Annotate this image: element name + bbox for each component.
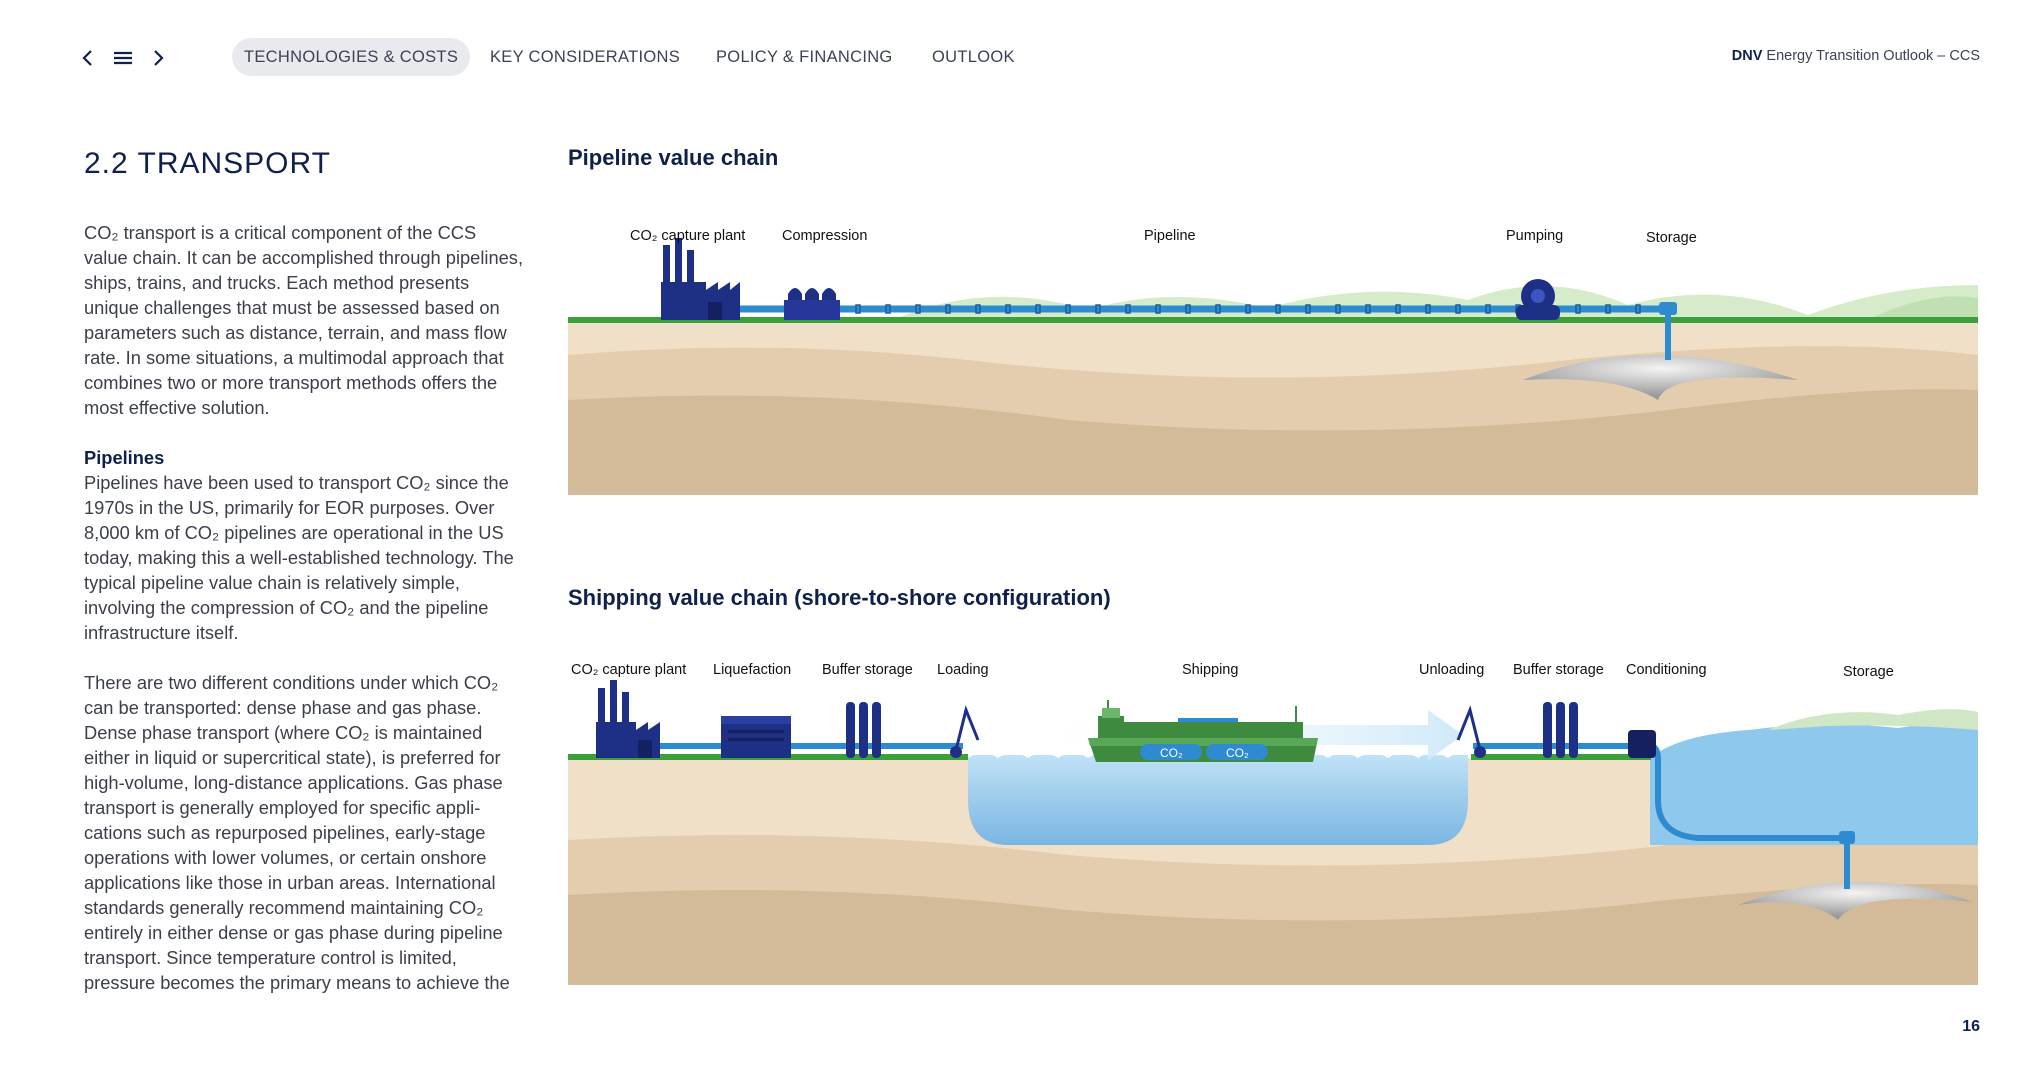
soil-deep-layer xyxy=(568,389,1978,495)
label-pipeline: Pipeline xyxy=(1144,228,1196,244)
offshore-sea xyxy=(1650,723,1978,845)
tab-key-considerations[interactable]: KEY CONSIDERATIONS xyxy=(490,48,680,66)
label-unloading: Unloading xyxy=(1419,662,1484,678)
hill-right xyxy=(1868,296,1978,320)
heading-pipelines: Pipelines xyxy=(84,447,165,468)
label-buffer-storage: Buffer storage xyxy=(822,662,913,678)
shipping-value-chain-diagram: CO₂ CO₂ CO₂ capture plant Liquefaction B… xyxy=(568,662,1978,985)
sea xyxy=(968,755,1468,845)
pipeline-diagram-title: Pipeline value chain xyxy=(568,145,779,170)
label-liquefaction: Liquefaction xyxy=(713,662,791,678)
buffer-storage-icon-2 xyxy=(1543,702,1578,758)
compression-icon xyxy=(784,288,840,320)
chevron-right-icon[interactable] xyxy=(144,44,172,72)
storage-reservoir xyxy=(1738,881,1973,920)
loading-arm-icon xyxy=(950,705,980,758)
label-storage: Storage xyxy=(1646,230,1697,246)
hills xyxy=(898,285,1978,320)
label-shipping: Shipping xyxy=(1182,662,1238,678)
brand-subtitle: Energy Transition Outlook – CCS xyxy=(1766,48,1980,64)
paragraph-phases: There are two different conditions under… xyxy=(84,672,510,993)
chevron-left-icon[interactable] xyxy=(74,44,102,72)
shipping-diagram-title: Shipping value chain (shore-to-shore con… xyxy=(568,585,1111,610)
ship-tank-label-2: CO₂ xyxy=(1226,746,1249,760)
label-compression: Compression xyxy=(782,228,867,244)
brand-logo-text: DNV xyxy=(1731,48,1763,64)
pumping-icon xyxy=(1516,279,1560,320)
label-storage: Storage xyxy=(1843,664,1894,680)
tab-policy-financing[interactable]: POLICY & FINANCING xyxy=(716,48,893,66)
label-loading: Loading xyxy=(937,662,989,678)
label-pumping: Pumping xyxy=(1506,228,1563,244)
storage-injection-icon xyxy=(1659,302,1677,360)
paragraph-pipelines: Pipelines have been used to transport CO… xyxy=(84,472,514,643)
pipeline-value-chain-diagram: CO₂ capture plant Compression Pipeline P… xyxy=(568,228,1978,495)
menu-icon[interactable] xyxy=(109,44,137,72)
injection-well xyxy=(1844,844,1850,889)
ground-line xyxy=(568,317,1978,323)
ship-tank-label-1: CO₂ xyxy=(1160,746,1183,760)
capture-plant-icon xyxy=(661,238,740,320)
body-text: CO₂ transport is a critical component of… xyxy=(84,220,524,1020)
section-title: 2.2 TRANSPORT xyxy=(84,147,331,180)
co2-ship-icon xyxy=(1088,700,1318,762)
soil-deep-layer xyxy=(568,884,1978,985)
storage-reservoir xyxy=(1523,355,1798,400)
page-number: 16 xyxy=(1962,1018,1980,1035)
label-capture-plant: CO₂ capture plant xyxy=(630,228,745,244)
paragraph-intro: CO₂ transport is a critical component of… xyxy=(84,222,524,418)
label-conditioning: Conditioning xyxy=(1626,662,1707,678)
top-navigation: TECHNOLOGIES & COSTS KEY CONSIDERATIONS … xyxy=(0,0,2040,115)
injection-wellhead xyxy=(1839,831,1855,844)
liquefaction-icon xyxy=(721,716,791,758)
conditioning-icon xyxy=(1628,730,1656,758)
capture-plant-icon xyxy=(596,680,660,758)
tab-technologies-costs[interactable]: TECHNOLOGIES & COSTS xyxy=(232,38,471,76)
hill-right xyxy=(1768,709,1978,730)
publication-brand: DNV Energy Transition Outlook – CCS xyxy=(1732,48,1980,64)
label-capture-plant: CO₂ capture plant xyxy=(571,662,686,678)
label-buffer-storage-2: Buffer storage xyxy=(1513,662,1604,678)
tab-outlook[interactable]: OUTLOOK xyxy=(932,48,1015,66)
buffer-storage-icon xyxy=(846,702,881,758)
unloading-arm-icon xyxy=(1456,705,1486,758)
